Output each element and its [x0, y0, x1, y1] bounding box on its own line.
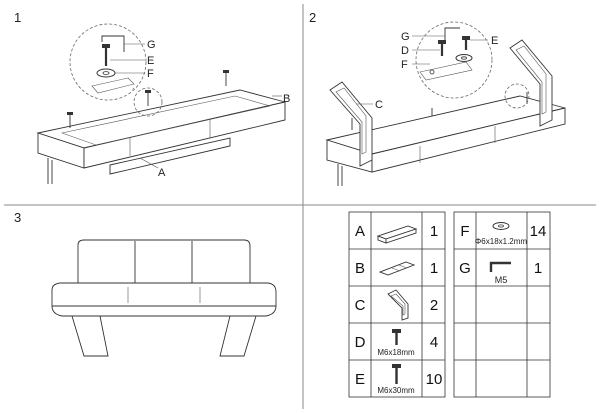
- step-1-callout-g: G: [147, 39, 156, 51]
- step-2-callout-d: D: [401, 45, 409, 57]
- part-row-b: B 1: [355, 260, 438, 277]
- part-qty-e: 10: [426, 371, 443, 388]
- part-row-a: A 1: [355, 223, 438, 244]
- step-1-panel: 1: [14, 10, 290, 184]
- part-row-e: E M6x30mm 10: [355, 364, 442, 395]
- part-letter-a: A: [355, 223, 365, 240]
- part-letter-e: E: [355, 371, 365, 388]
- step-2-seat-illustration: [325, 21, 566, 186]
- step-1-callouts: G E F B A: [110, 39, 290, 179]
- step-2-panel: 2: [309, 10, 566, 186]
- washer-icon: [492, 222, 510, 230]
- part-qty-b: 1: [430, 260, 438, 277]
- panel-frames: [4, 4, 596, 409]
- step-2-callout-f: F: [401, 59, 408, 71]
- bolt-long-icon: [392, 364, 401, 384]
- part-spec-g: M5: [495, 275, 508, 285]
- parts-grid-right: [453, 211, 551, 398]
- part-qty-a: 1: [430, 223, 438, 240]
- part-letter-g: G: [459, 260, 471, 277]
- part-b-icon: [378, 261, 416, 276]
- part-row-g: G M5 1: [459, 260, 542, 285]
- part-row-f: F Φ6x18x1.2mm 14: [460, 222, 547, 246]
- part-spec-f: Φ6x18x1.2mm: [475, 237, 528, 246]
- part-qty-g: 1: [534, 260, 542, 277]
- step-2-callout-g: G: [401, 31, 410, 43]
- step-1-bolts: [67, 70, 229, 128]
- step-1-seat-illustration: [36, 23, 286, 184]
- step-2-leg-right: [509, 39, 553, 127]
- part-letter-d: D: [355, 334, 366, 351]
- part-spec-e: M6x30mm: [377, 386, 415, 395]
- part-letter-c: C: [355, 297, 366, 314]
- step-2-number: 2: [309, 10, 316, 25]
- parts-table: A 1 B 1 C 2: [348, 211, 551, 398]
- part-spec-d: M6x18mm: [377, 348, 415, 357]
- step-2-leg-left: [329, 81, 373, 167]
- part-letter-f: F: [460, 223, 469, 240]
- parts-grid-left: [348, 211, 446, 398]
- step-2-detail-circle: [415, 21, 530, 109]
- step-1-callout-e: E: [147, 55, 154, 67]
- part-qty-c: 2: [430, 297, 438, 314]
- step-3-panel: 3: [14, 210, 277, 357]
- bolt-short-icon: [392, 329, 401, 345]
- step-1-callout-a: A: [158, 167, 166, 179]
- step-3-number: 3: [14, 210, 21, 225]
- hex-key-icon: [489, 261, 511, 272]
- part-row-c: C 2: [355, 289, 438, 321]
- step-2-callout-c: C: [375, 99, 383, 111]
- step-3-finished-bench: [51, 239, 277, 357]
- step-1-callout-b: B: [283, 93, 290, 105]
- step-2-callout-e: E: [491, 35, 498, 47]
- part-qty-f: 14: [530, 223, 547, 240]
- step-1-number: 1: [14, 10, 21, 25]
- part-row-d: D M6x18mm 4: [355, 329, 438, 357]
- step-2-callouts: G D F E C: [356, 31, 498, 111]
- part-qty-d: 4: [430, 334, 438, 351]
- part-a-icon: [376, 225, 418, 244]
- part-c-icon: [387, 289, 409, 321]
- part-letter-b: B: [355, 260, 365, 277]
- step-1-callout-f: F: [147, 68, 154, 80]
